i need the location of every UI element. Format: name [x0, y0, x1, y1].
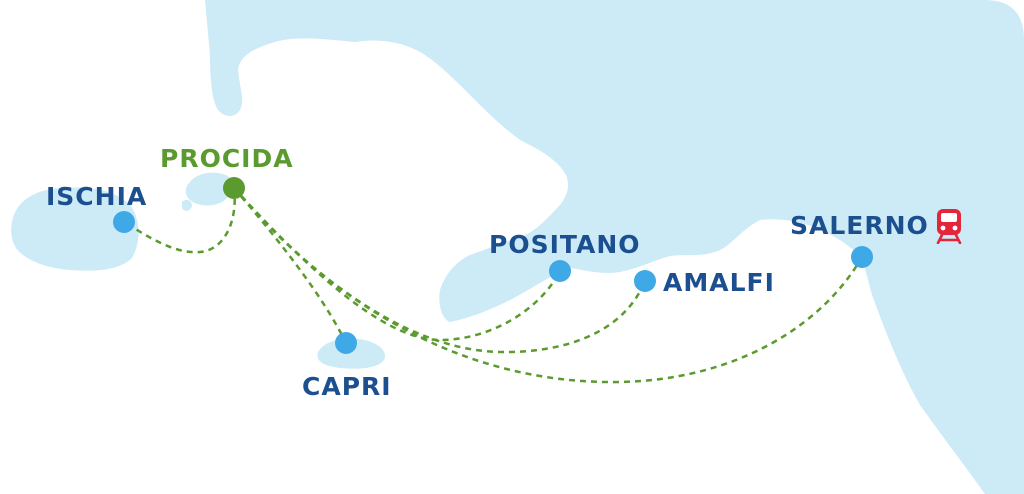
procida-islet: [182, 199, 192, 211]
salerno-label: SALERNO: [790, 211, 929, 240]
route-procida-ischia: [123, 187, 236, 254]
ferry-routes: [123, 187, 864, 384]
salerno-port-marker[interactable]: [851, 246, 873, 268]
amalfi-label: AMALFI: [663, 268, 775, 297]
procida-island: [185, 172, 233, 206]
capri-island: [317, 338, 386, 369]
ischia-island: [11, 187, 139, 271]
ischia-label: ISCHIA: [46, 182, 148, 211]
procida-port-marker[interactable]: [223, 177, 245, 199]
route-procida-capri: [233, 187, 348, 344]
positano-label: POSITANO: [489, 230, 641, 259]
positano-port-marker[interactable]: [549, 260, 571, 282]
ischia-port-marker[interactable]: [113, 211, 135, 233]
capri-port-marker[interactable]: [335, 332, 357, 354]
procida-label: PROCIDA: [160, 144, 294, 173]
capri-label: CAPRI: [302, 372, 392, 401]
route-procida-amalfi: [233, 187, 647, 354]
sea: [205, 0, 1024, 494]
amalfi-port-marker[interactable]: [634, 270, 656, 292]
route-procida-salerno: [233, 187, 864, 384]
train-icon: [936, 209, 962, 244]
